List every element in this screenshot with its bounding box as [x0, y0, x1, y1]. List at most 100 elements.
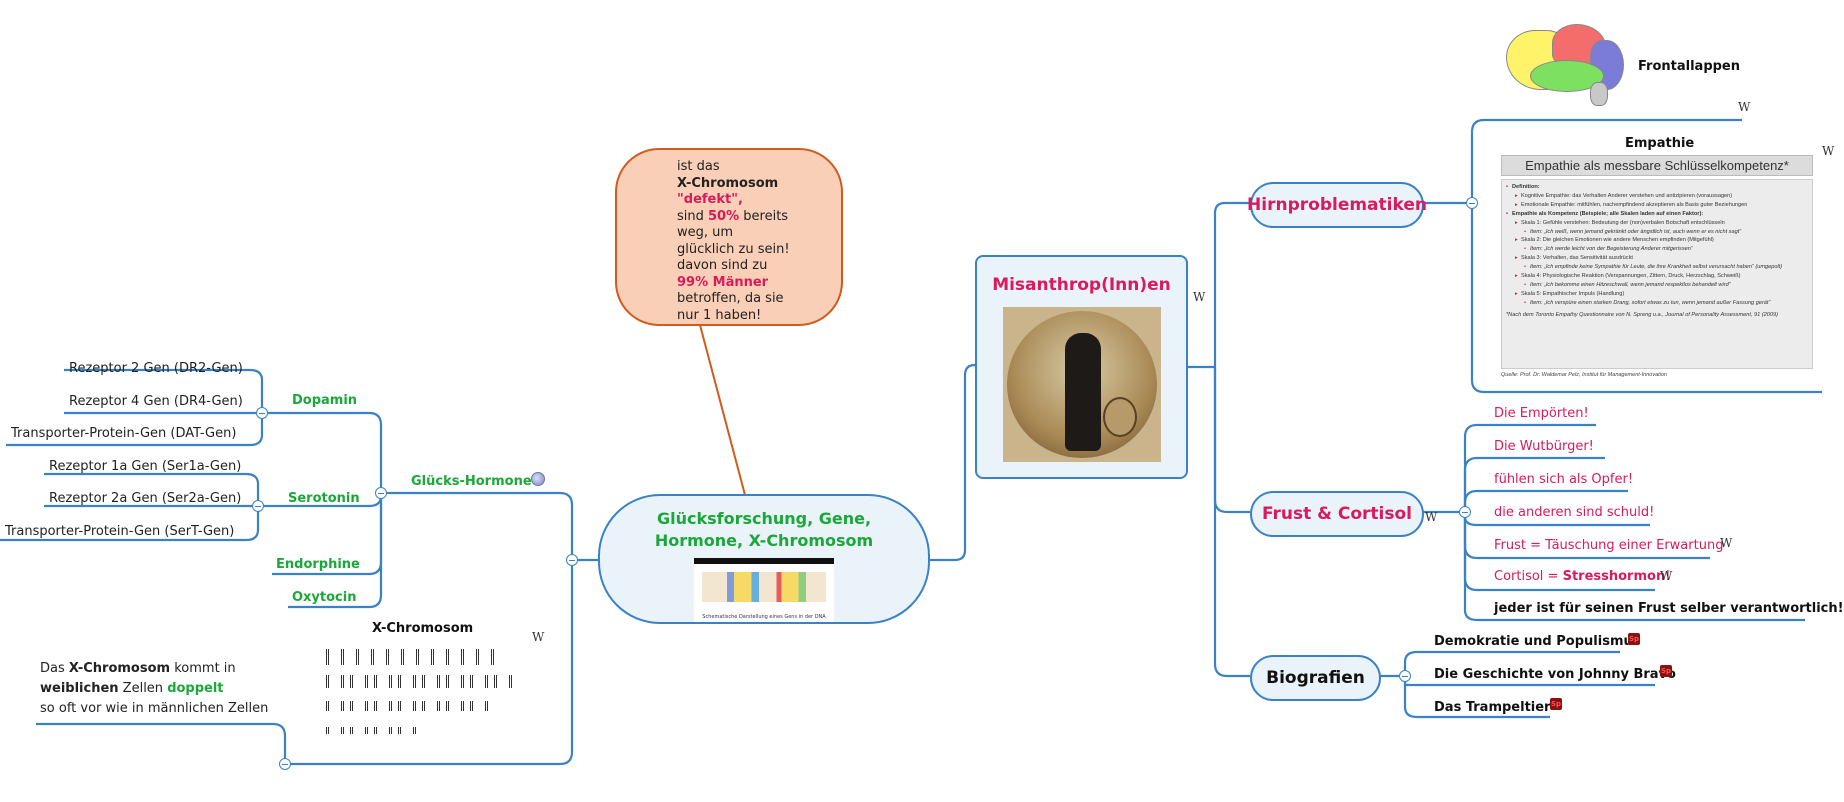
callout-line: nur 1 haben!	[677, 307, 762, 323]
biografien-topic[interactable]: Biografien	[1250, 655, 1381, 701]
frontallappen-label: Frontallappen	[1638, 59, 1741, 74]
chromosome-pair	[350, 675, 368, 688]
callout-line: davon sind zu	[677, 258, 768, 273]
hyperlink-globe-icon[interactable]	[531, 472, 545, 486]
frust-item-verantwortlich[interactable]: jeder ist für seinen Frust selber verant…	[1494, 601, 1844, 616]
slide-bullet: •Item: „Ich werde leicht von der Begeist…	[1524, 246, 1693, 253]
slide-bullet: •Definition:	[1506, 184, 1540, 190]
attachment-icon[interactable]: Sp	[1660, 665, 1672, 677]
bio-item[interactable]: Das Trampeltier	[1434, 700, 1551, 715]
attachment-icon[interactable]: Sp	[1628, 633, 1640, 645]
frust-item[interactable]: Die Wutbürger!	[1494, 439, 1594, 454]
chromosome-pair	[326, 675, 344, 688]
collapse-dopamin[interactable]	[256, 407, 268, 419]
callout-bubble[interactable]: ist das X-Chromosom "defekt", sind 50% b…	[615, 148, 843, 326]
wiki-icon[interactable]: W	[1193, 290, 1206, 304]
serotonin-label[interactable]: Serotonin	[288, 491, 360, 506]
bio-item[interactable]: Demokratie und Populismus	[1434, 634, 1641, 649]
chromosome-pair	[470, 701, 488, 711]
chromosome-pair	[494, 675, 512, 688]
collapse-frust[interactable]	[1459, 506, 1471, 518]
collapse-serotonin[interactable]	[252, 500, 264, 512]
central-topic[interactable]: Glücksforschung, Gene, Hormone, X-Chromo…	[598, 494, 930, 624]
slide-title: Empathie als messbare Schlüsselkompetenz…	[1501, 155, 1813, 176]
frust-cortisol-topic[interactable]: Frust & Cortisol	[1250, 491, 1424, 537]
dopamin-label[interactable]: Dopamin	[292, 393, 358, 408]
frust-item[interactable]: Die Empörten!	[1494, 406, 1589, 421]
collapse-hirn[interactable]	[1466, 197, 1478, 209]
chromosome-pair	[470, 675, 488, 688]
slide-bullet: •Item: „Ich verspüre einen starken Drang…	[1524, 299, 1771, 306]
chromosome-pair	[356, 649, 374, 665]
frust-item[interactable]: fühlen sich als Opfer!	[1494, 472, 1634, 487]
endorphine-label[interactable]: Endorphine	[276, 557, 360, 572]
hirnproblematiken-topic[interactable]: Hirnproblematiken	[1247, 182, 1427, 228]
x-chromosom-label[interactable]: X-Chromosom	[372, 621, 474, 636]
serotonin-gene[interactable]: Transporter-Protein-Gen (SerT-Gen)	[5, 524, 235, 539]
brain-diagram-image	[1500, 16, 1630, 111]
collapse-gluecks-hormone[interactable]	[375, 487, 387, 499]
x-chromosom-note[interactable]: Das X-Chromosom kommt in weiblichen Zell…	[40, 661, 269, 716]
bio-item[interactable]: Die Geschichte von Johnny Bravo	[1434, 667, 1676, 682]
collapse-x-chromosom[interactable]	[279, 758, 291, 770]
central-title: Glücksforschung, Gene, Hormone, X-Chromo…	[654, 509, 874, 550]
chromosome-pair	[422, 701, 440, 711]
chromosome-pair	[374, 675, 392, 688]
frust-item-cortisol[interactable]: Cortisol = Stresshormon!	[1494, 569, 1670, 584]
slide-body: •Definition: ▸Kognitive Empathie: das Ver…	[1501, 179, 1813, 369]
slide-bullet: ▸Skala 1: Gefühle verstehen: Bedeutung d…	[1515, 219, 1725, 226]
slide-bullet: •Item: „Ich bekomme einen Hitzeschwall, …	[1524, 281, 1731, 288]
cortisol-prefix: Cortisol =	[1494, 569, 1563, 584]
slide-bullet: •Empathie als Kompetenz (Beispiele; alle…	[1506, 210, 1704, 217]
wiki-icon[interactable]: W	[1738, 100, 1751, 114]
callout-line: "defekt",	[677, 192, 743, 207]
misanthrop-label: Misanthrop(Inn)en	[992, 275, 1171, 295]
chromosome-pair	[386, 649, 404, 665]
empathie-slide-image: Empathie als messbare Schlüsselkompetenz…	[1501, 155, 1813, 391]
collapse-bio[interactable]	[1399, 670, 1411, 682]
slide-bullet: ▸Skala 4: Physiologische Reaktion (Versp…	[1515, 273, 1741, 280]
dopamin-gene[interactable]: Transporter-Protein-Gen (DAT-Gen)	[11, 426, 237, 441]
chromosome-pair	[326, 649, 344, 665]
callout-line: weg, um	[677, 225, 734, 240]
chromosome-pair	[374, 701, 392, 711]
oxytocin-label[interactable]: Oxytocin	[292, 590, 357, 605]
frust-cortisol-label: Frust & Cortisol	[1261, 504, 1413, 524]
chromosome-pair	[326, 727, 344, 734]
chromosome-pair	[374, 727, 392, 734]
chromosome-pair	[446, 675, 464, 688]
chromosome-pair	[416, 649, 434, 665]
slide-bullet: ▸Skala 5: Empathischer Impuls (Handlung)	[1515, 290, 1625, 297]
dopamin-gene[interactable]: Rezeptor 4 Gen (DR4-Gen)	[69, 394, 243, 409]
chromosome-pair	[326, 701, 344, 711]
empathie-label: Empathie	[1625, 136, 1695, 151]
callout-line: ist das	[677, 159, 720, 174]
chromosome-pair	[422, 675, 440, 688]
slide-footnote: *Nach dem Toronto Empathy Questionnaire …	[1506, 311, 1778, 318]
chromosome-pair	[476, 649, 494, 665]
callout-line: glücklich zu sein!	[677, 241, 790, 257]
wiki-icon[interactable]: W	[1720, 536, 1733, 550]
collapse-central-left[interactable]	[566, 554, 578, 566]
wiki-icon[interactable]: W	[1660, 569, 1673, 583]
gluecks-hormone-label[interactable]: Glücks-Hormone	[411, 474, 532, 489]
slide-bullet: ▸Kognitive Empathie: das Verhalten Ander…	[1515, 192, 1733, 199]
chromosome-pair	[446, 701, 464, 711]
misanthrop-topic[interactable]: Misanthrop(Inn)en	[975, 255, 1188, 479]
dopamin-gene[interactable]: Rezeptor 2 Gen (DR2-Gen)	[69, 361, 243, 376]
callout-line: sind 50% bereits	[677, 208, 789, 224]
chromosome-pair	[446, 649, 464, 665]
wiki-icon[interactable]: W	[1822, 144, 1835, 158]
wiki-icon[interactable]: W	[532, 630, 545, 644]
gene-dna-image: Schematische Darstellung eines Gens in d…	[694, 558, 834, 622]
frust-item[interactable]: Frust = Täuschung einer Erwartung	[1494, 538, 1724, 553]
hirnproblematiken-label: Hirnproblematiken	[1247, 195, 1427, 215]
misanthrope-painting	[1002, 307, 1161, 462]
attachment-icon[interactable]: Sp	[1550, 698, 1562, 710]
serotonin-gene[interactable]: Rezeptor 1a Gen (Ser1a-Gen)	[49, 459, 242, 474]
slide-source: Quelle: Prof. Dr. Waldemar Pelz, Institu…	[1501, 372, 1667, 378]
serotonin-gene[interactable]: Rezeptor 2a Gen (Ser2a-Gen)	[49, 491, 242, 506]
wiki-icon[interactable]: W	[1425, 510, 1438, 524]
frust-item[interactable]: die anderen sind schuld!	[1494, 505, 1655, 520]
